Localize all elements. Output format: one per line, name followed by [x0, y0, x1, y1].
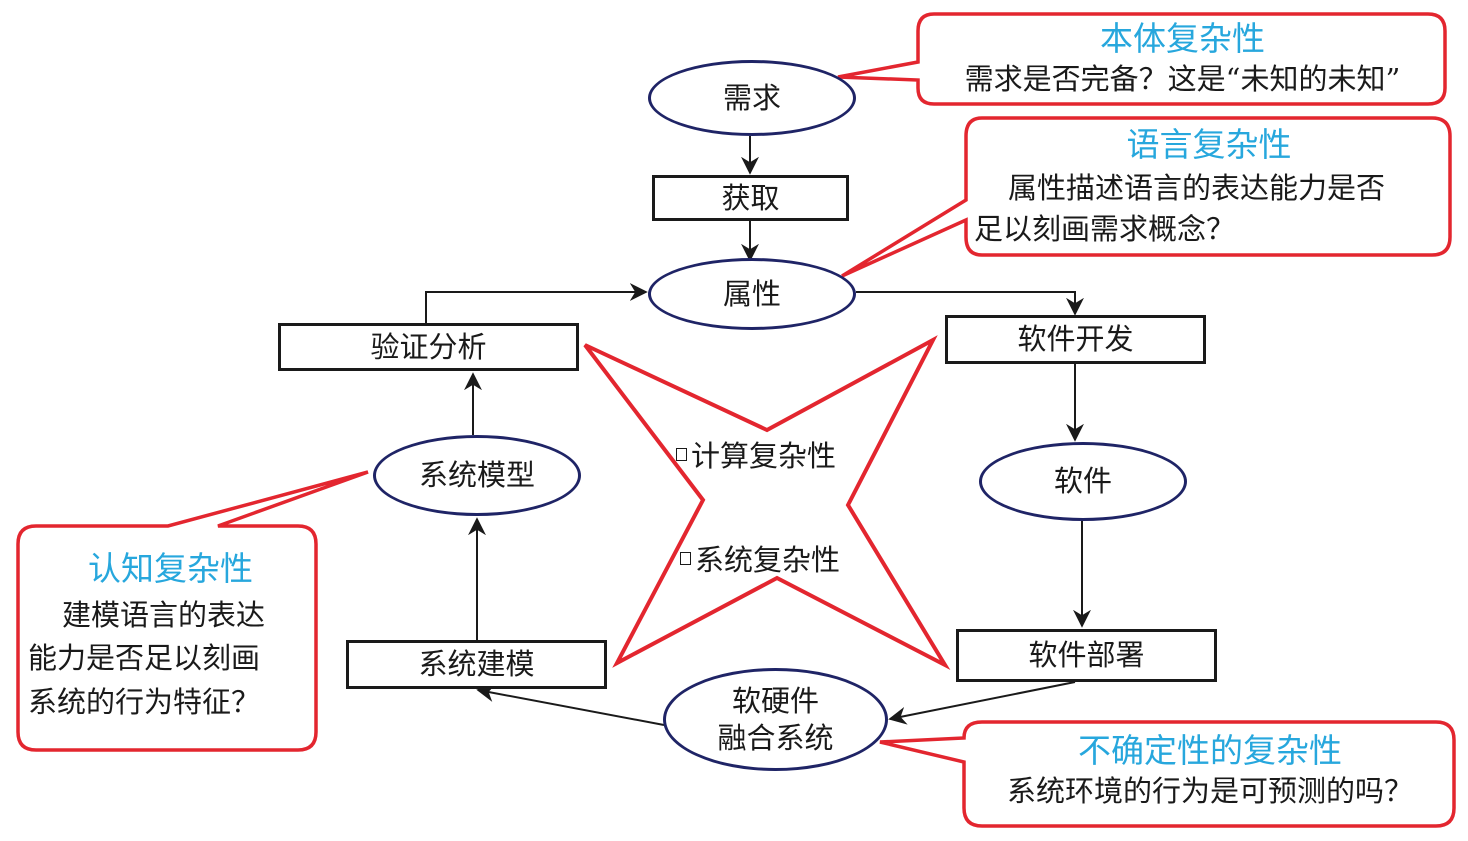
- callout-ontological: 本体复杂性 需求是否完备？这是“未知的未知”: [925, 18, 1440, 99]
- callout-language-body-line2: 足以刻画需求概念？: [974, 211, 1236, 246]
- node-software-dev-label: 软件开发: [1017, 322, 1134, 357]
- star-item-system: 系统复杂性: [680, 537, 840, 579]
- complexity-star: [583, 335, 951, 671]
- node-acquisition-label: 获取: [721, 180, 780, 215]
- node-requirement-label: 需求: [722, 80, 781, 115]
- callout-uncertainty-title: 不确定性的复杂性: [1078, 731, 1342, 770]
- arrow-property-softwaredev: [856, 291, 1084, 316]
- node-hw-sw-system: 软硬件 融合系统: [663, 668, 888, 771]
- callout-ontological-title: 本体复杂性: [1100, 19, 1265, 58]
- node-hw-sw-system-line1: 软硬件: [731, 684, 819, 719]
- node-property: 属性: [648, 258, 856, 330]
- callout-language-bubble: [841, 116, 1452, 278]
- callout-uncertainty: 不确定性的复杂性 系统环境的行为是可预测的吗？: [970, 730, 1450, 811]
- callout-cognitive-body-line1: 建模语言的表达: [62, 597, 266, 632]
- callout-language-title: 语言复杂性: [1126, 125, 1292, 164]
- callout-cognitive-title: 认知复杂性: [88, 549, 253, 588]
- callout-ontological-body: 需求是否完备？这是“未知的未知”: [964, 61, 1401, 96]
- square-bullet-icon: [680, 551, 691, 565]
- square-bullet-icon: [676, 447, 687, 461]
- node-software-deploy-label: 软件部署: [1028, 638, 1145, 673]
- node-verification-label: 验证分析: [370, 329, 487, 364]
- node-system-modeling: 系统建模: [346, 640, 607, 689]
- arrow-verification-property: [425, 283, 648, 323]
- node-software-dev: 软件开发: [945, 315, 1206, 364]
- arrow-system-modeling: [476, 684, 665, 726]
- callout-cognitive-body-line2: 能力是否足以刻画: [28, 641, 261, 675]
- node-system-model-label: 系统模型: [418, 458, 535, 493]
- node-software-label: 软件: [1053, 464, 1112, 499]
- node-property-label: 属性: [722, 276, 781, 311]
- node-verification: 验证分析: [278, 323, 579, 371]
- callout-language: 语言复杂性 属性描述语言的表达能力是否 足以刻画需求概念？: [974, 122, 1444, 249]
- node-hw-sw-system-line2: 融合系统: [717, 720, 834, 755]
- node-system-modeling-label: 系统建模: [418, 647, 535, 682]
- node-software-deploy: 软件部署: [956, 629, 1217, 682]
- star-item-system-label: 系统复杂性: [695, 543, 841, 577]
- node-system-model: 系统模型: [373, 435, 581, 516]
- node-software: 软件: [979, 442, 1187, 521]
- callout-ontological-bubble: [837, 12, 1447, 106]
- callout-cognitive-bubble: [16, 470, 369, 752]
- node-acquisition: 获取: [652, 175, 849, 221]
- arrow-deploy-system: [888, 681, 1076, 725]
- callout-uncertainty-body: 系统环境的行为是可预测的吗？: [1006, 773, 1413, 808]
- node-requirement: 需求: [648, 60, 856, 136]
- callout-cognitive-body-line3: 系统的行为特征？: [28, 684, 261, 719]
- callout-language-body-line1: 属性描述语言的表达能力是否: [1008, 171, 1386, 206]
- star-item-computational-label: 计算复杂性: [691, 439, 837, 473]
- callout-uncertainty-bubble: [879, 720, 1456, 828]
- star-item-computational: 计算复杂性: [676, 433, 836, 475]
- callout-cognitive: 认知复杂性 建模语言的表达 能力是否足以刻画 系统的行为特征？: [28, 544, 313, 724]
